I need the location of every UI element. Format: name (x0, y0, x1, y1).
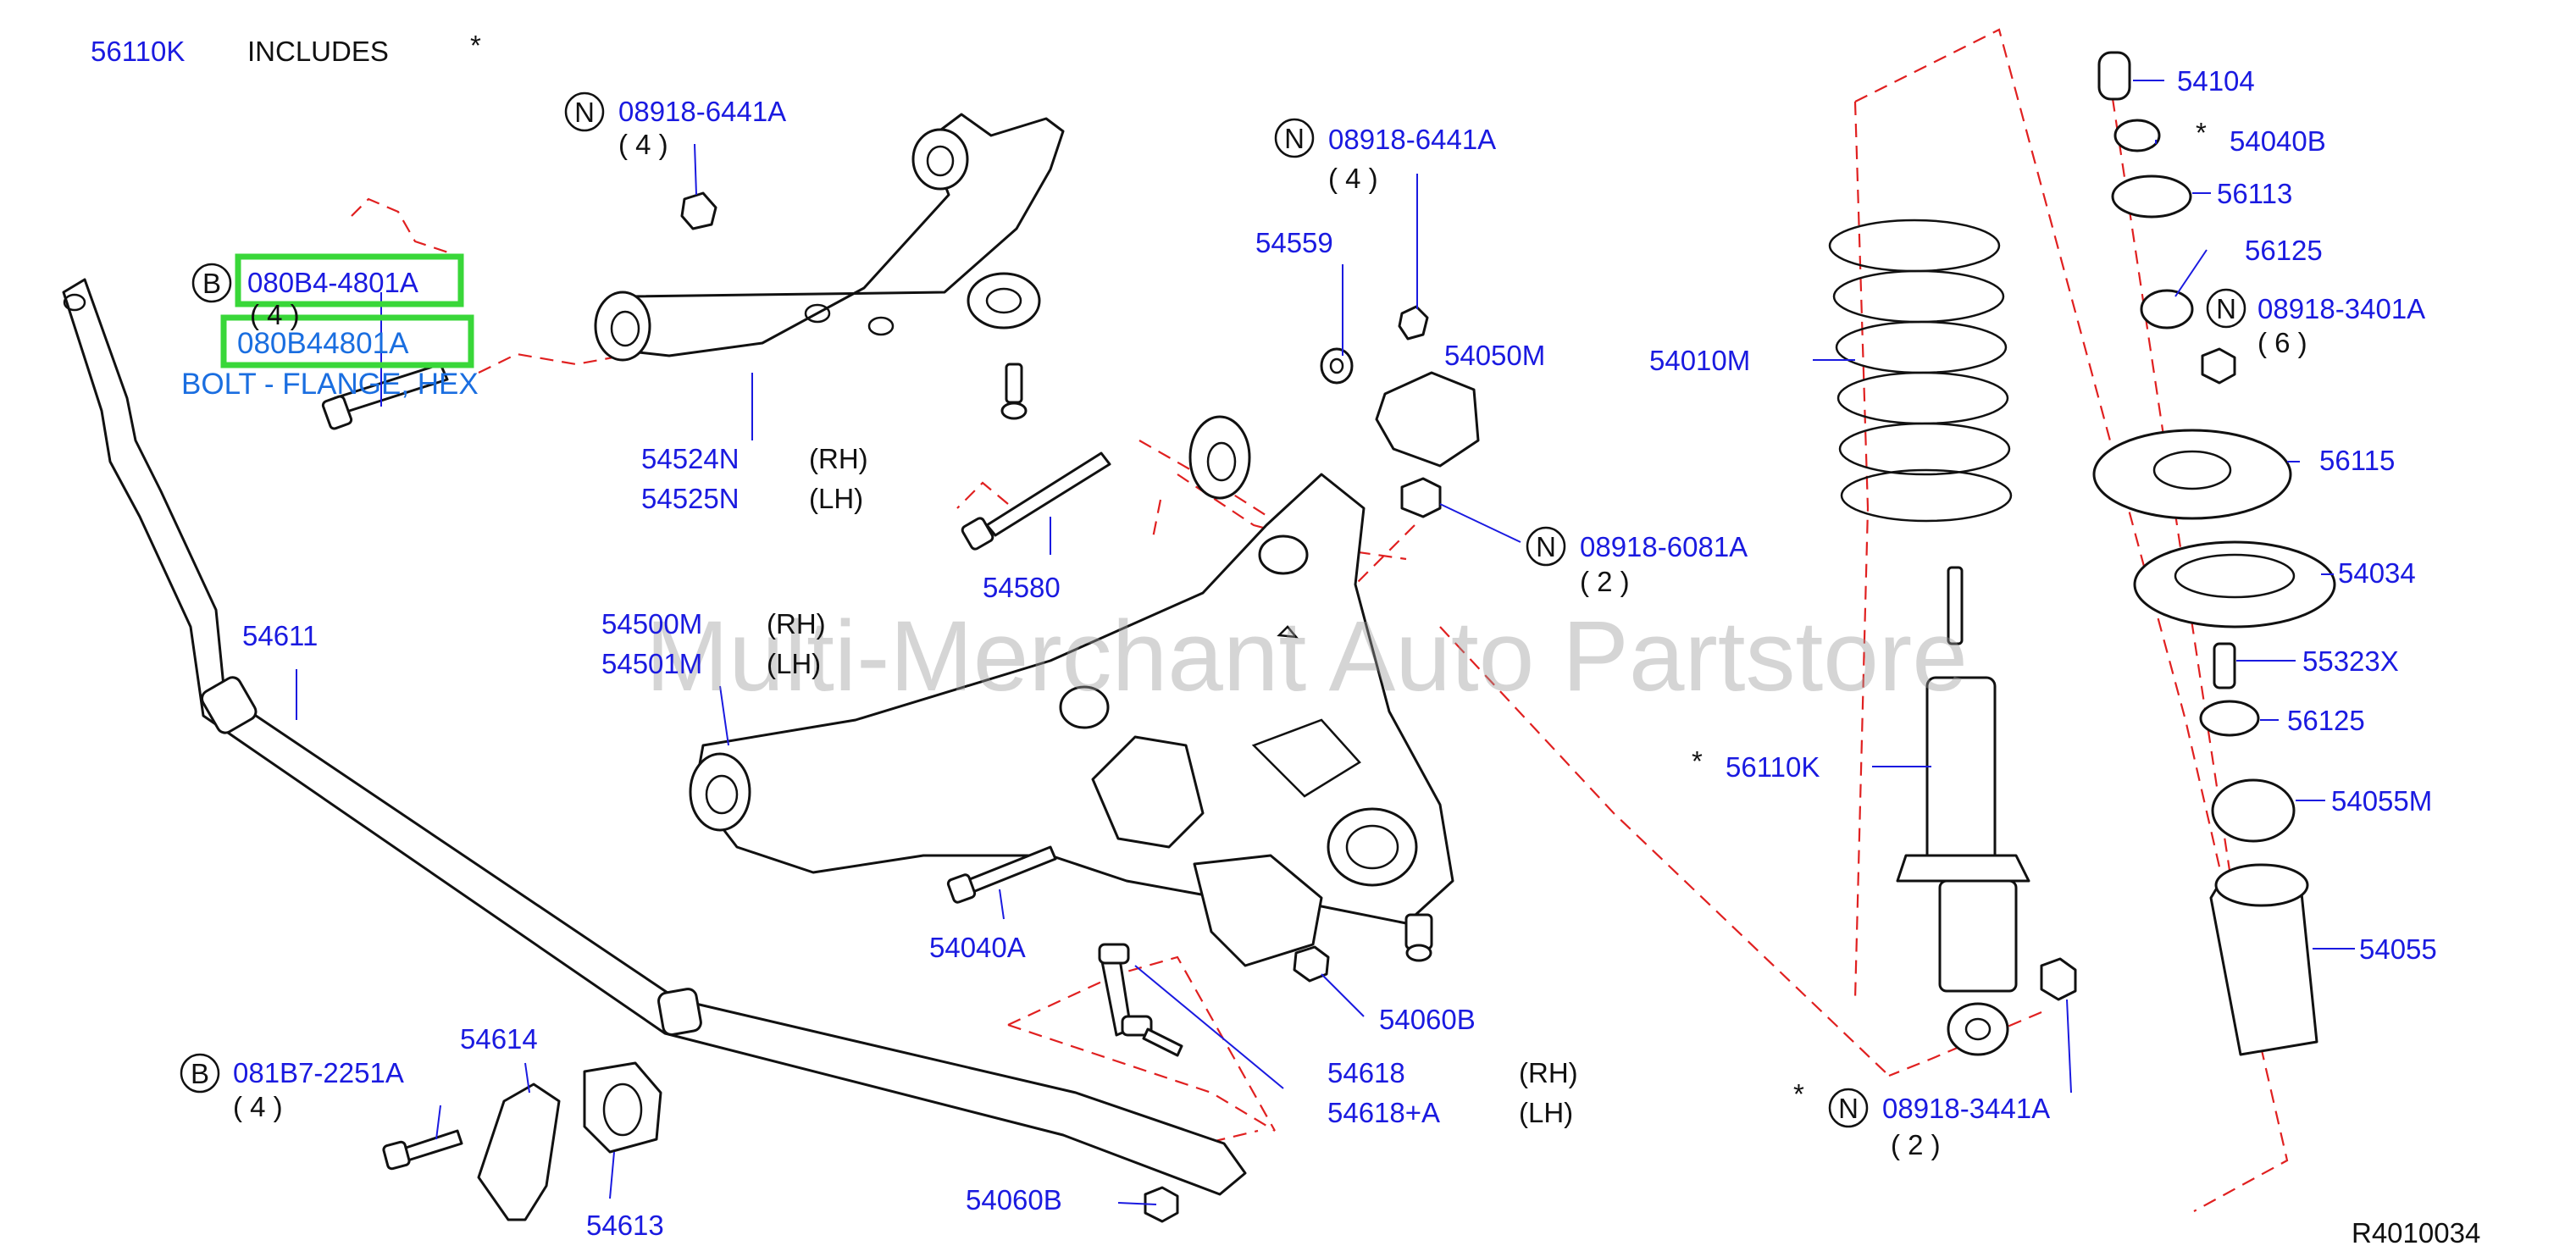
part-label[interactable]: 08918-6441A (618, 96, 786, 127)
part-label[interactable]: 54010M (1649, 345, 1750, 376)
svg-text:N: N (574, 97, 595, 128)
selected-part-highlight (235, 253, 464, 307)
svg-text:N: N (1536, 531, 1556, 562)
part-label[interactable]: 54618 (1327, 1057, 1405, 1088)
strut-mount-stack (2092, 51, 2336, 1056)
part-label[interactable]: 08918-6081A (1580, 531, 1748, 562)
bolts-and-nuts (321, 191, 2236, 1223)
coil-spring-54010m (1828, 219, 2013, 523)
badge-n: N (1526, 526, 1566, 567)
side-label: (RH) (767, 608, 826, 640)
part-label[interactable]: 54611 (242, 620, 318, 651)
selected-part-highlight (220, 314, 474, 368)
side-label: (LH) (1519, 1097, 1573, 1128)
part-label[interactable]: 54613 (586, 1210, 664, 1241)
part-label[interactable]: 54060B (1379, 1004, 1476, 1035)
badge-n: N (1274, 118, 1315, 158)
part-label[interactable]: 54040A (929, 932, 1026, 963)
part-label[interactable]: 54104 (2177, 65, 2255, 97)
qty-label: ( 4 ) (1328, 163, 1378, 194)
watermark: Multi-Merchant Auto Partstore (645, 601, 1968, 712)
part-label[interactable]: 54618+A (1327, 1097, 1440, 1128)
qty-label: ( 4 ) (250, 299, 300, 330)
diagram-code: R4010034 (2352, 1217, 2480, 1249)
qty-label: ( 2 ) (1891, 1129, 1941, 1160)
side-label: (RH) (1519, 1057, 1578, 1088)
part-label[interactable]: 56110K (1726, 751, 1820, 783)
header-star: * (470, 30, 481, 61)
qty-label: ( 4 ) (618, 129, 668, 160)
part-label[interactable]: 55323X (2302, 645, 2399, 677)
star-marker: * (2196, 117, 2207, 148)
badge-b: B (191, 263, 232, 303)
svg-text:N: N (1284, 123, 1305, 154)
part-label[interactable]: 54501M (601, 648, 702, 679)
part-label[interactable]: 54500M (601, 608, 702, 640)
side-label: (RH) (809, 443, 868, 474)
shock-absorber-56110k (1896, 566, 2030, 1056)
upper-control-arm (594, 113, 1065, 420)
part-label[interactable]: 54524N (641, 443, 740, 474)
part-label[interactable]: 56113 (2217, 178, 2292, 209)
part-label[interactable]: 081B7-2251A (233, 1057, 404, 1088)
selected-part-number[interactable]: 080B4-4801A (247, 267, 418, 298)
svg-text:N: N (2216, 293, 2236, 324)
selected-part-number-alt[interactable]: 080B44801A (237, 327, 409, 360)
part-labels: 08918-6441A ( 4 ) 54524N (RH) 54525N (LH… (233, 65, 2437, 1241)
badge-n: N (2206, 288, 2246, 329)
header-part-number[interactable]: 56110K (91, 36, 185, 67)
badges: N B N N B N N (180, 91, 2246, 1128)
part-label[interactable]: 54040B (2230, 125, 2326, 157)
badge-b: B (180, 1053, 220, 1094)
part-label[interactable]: 54525N (641, 483, 740, 514)
part-label[interactable]: 08918-3401A (2257, 293, 2425, 324)
qty-label: ( 6 ) (2257, 327, 2307, 358)
part-label[interactable]: 56125 (2245, 235, 2323, 266)
part-label[interactable]: 56125 (2287, 705, 2365, 736)
stabilizer-bar-54611 (62, 278, 1247, 1196)
qty-label: ( 4 ) (233, 1091, 283, 1122)
lower-control-arm (689, 415, 1454, 967)
badge-n: N (1828, 1088, 1869, 1128)
star-marker: * (1793, 1078, 1804, 1110)
part-label[interactable]: 54614 (460, 1023, 538, 1055)
part-label[interactable]: 54060B (966, 1184, 1062, 1215)
part-label[interactable]: 08918-6441A (1328, 124, 1496, 155)
part-label[interactable]: 54055M (2331, 785, 2432, 817)
side-label: (LH) (809, 483, 863, 514)
badge-n: N (564, 91, 605, 132)
header-includes: INCLUDES (247, 36, 389, 67)
svg-text:N: N (1838, 1093, 1859, 1124)
leader-lines (296, 80, 2355, 1205)
part-label[interactable]: 54055 (2359, 933, 2437, 965)
part-label[interactable]: 54559 (1255, 227, 1333, 258)
star-marker: * (1692, 745, 1703, 777)
part-label[interactable]: 54050M (1444, 340, 1545, 371)
svg-text:B: B (191, 1058, 209, 1089)
qty-label: ( 2 ) (1580, 566, 1630, 597)
svg-text:B: B (202, 268, 221, 299)
part-label[interactable]: 54034 (2338, 557, 2416, 589)
selected-part-description: BOLT - FLANGE, HEX (181, 368, 479, 401)
part-label[interactable]: 54580 (983, 572, 1061, 603)
part-label[interactable]: 56115 (2319, 445, 2395, 476)
side-label: (LH) (767, 648, 821, 679)
part-label[interactable]: 08918-3441A (1882, 1093, 2050, 1124)
